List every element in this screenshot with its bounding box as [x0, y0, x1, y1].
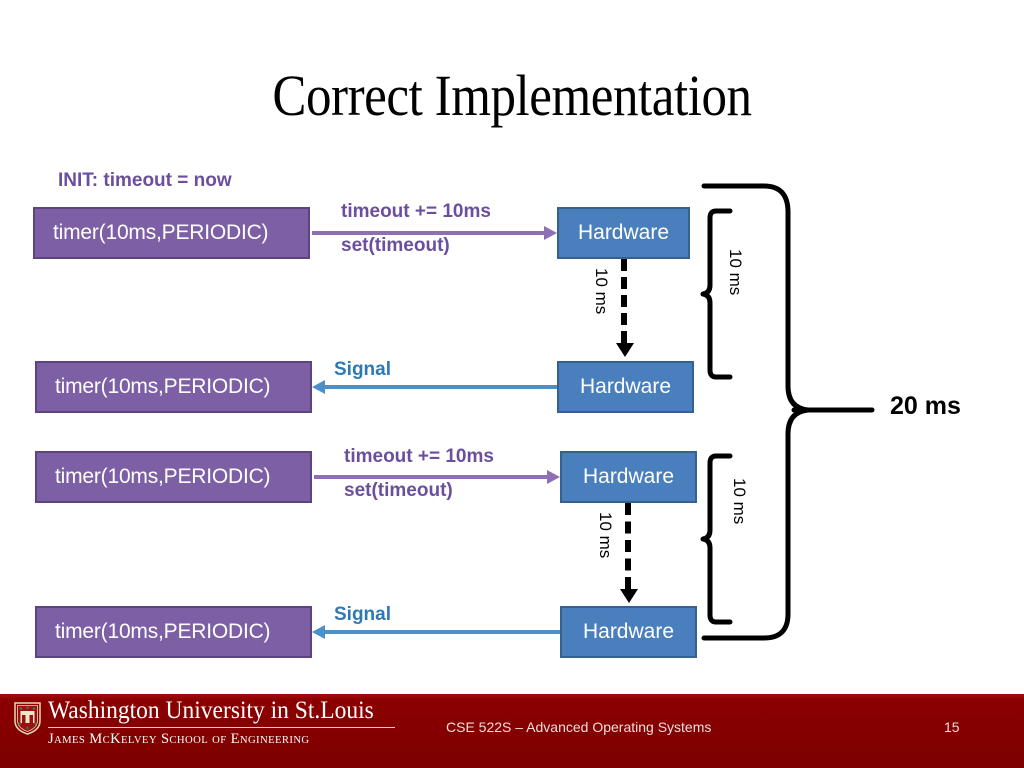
process-box-row-3: timer(10ms,PERIODIC) — [35, 451, 312, 503]
hardware-box-row-1: Hardware — [557, 207, 690, 259]
hardware-box-row-3: Hardware — [560, 451, 697, 503]
timer-sequence-diagram: INIT: timeout = now timer(10ms,PERIODIC)… — [33, 170, 961, 658]
process-box-row-2: timer(10ms,PERIODIC) — [35, 361, 312, 413]
init-label: INIT: timeout = now — [58, 170, 232, 191]
signal-arrow-2-label: Signal — [334, 604, 392, 625]
brace-period-1-label: 10 ms — [726, 249, 745, 296]
hardware-delay-arrow-1 — [616, 259, 634, 359]
process-box-row-4: timer(10ms,PERIODIC) — [35, 606, 312, 658]
brace-period-1 — [700, 208, 733, 380]
wordmark-divider — [48, 727, 395, 729]
hardware-box-row-4: Hardware — [560, 606, 697, 658]
shield-crest-icon — [14, 702, 41, 735]
university-logo: Washington University in St.Louis James … — [14, 697, 395, 748]
brace-total — [701, 183, 811, 641]
hardware-box-row-2: Hardware — [557, 361, 694, 413]
hardware-delay-2-label: 10 ms — [596, 512, 615, 559]
footer-course-label: CSE 522S – Advanced Operating Systems — [446, 719, 712, 735]
timing-braces — [700, 183, 875, 641]
footer-page-number: 15 — [944, 719, 960, 735]
set-timeout-arrow-2-label-line2: set(timeout) — [344, 480, 453, 501]
school-name: James McKelvey School of Engineering — [48, 731, 310, 748]
set-timeout-arrow-2-label-line1: timeout += 10ms — [344, 446, 494, 467]
set-timeout-arrow-2 — [314, 470, 560, 484]
signal-arrow-1 — [312, 380, 557, 394]
brace-period-2-label: 10 ms — [730, 478, 749, 525]
signal-arrow-1-label: Signal — [334, 359, 392, 380]
hardware-delay-arrow-2 — [620, 503, 638, 605]
university-wordmark: Washington University in St.Louis James … — [48, 697, 395, 748]
set-timeout-arrow-1-label-line1: timeout += 10ms — [341, 201, 491, 222]
hardware-delay-1-label: 10 ms — [592, 268, 611, 315]
signal-arrow-2 — [312, 625, 560, 639]
set-timeout-arrow-1-label-line2: set(timeout) — [341, 235, 450, 256]
slide-footer: Washington University in St.Louis James … — [0, 694, 1024, 768]
process-box-row-1: timer(10ms,PERIODIC) — [33, 207, 310, 259]
university-name: Washington University in St.Louis — [48, 697, 374, 724]
page-title: Correct Implementation — [272, 63, 752, 128]
set-timeout-arrow-1 — [312, 226, 557, 240]
brace-period-2 — [700, 453, 733, 625]
brace-total-label: 20 ms — [890, 392, 961, 420]
